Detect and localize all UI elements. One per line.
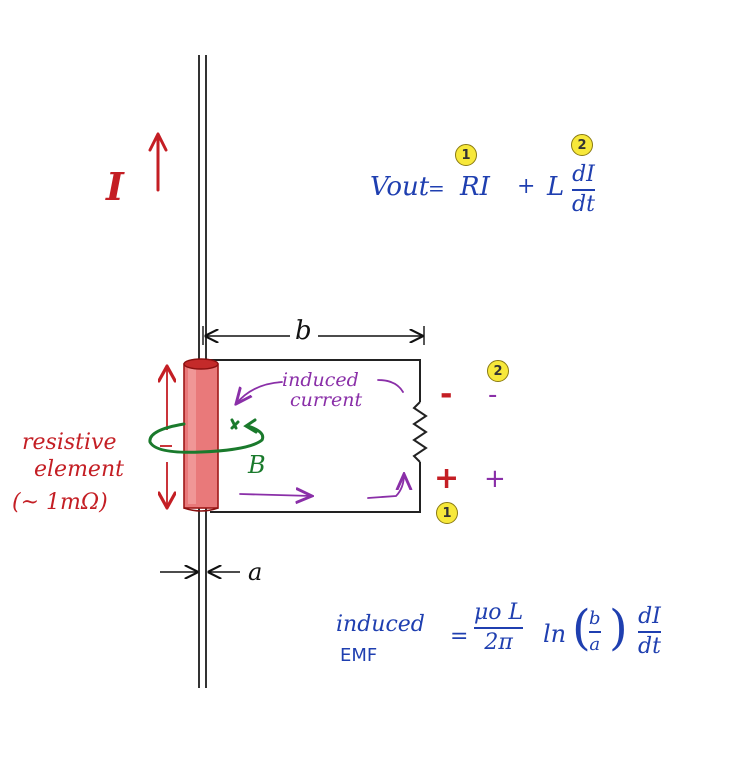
vout-marker-1: 1	[455, 144, 477, 166]
resistive-element-cylinder	[183, 358, 219, 512]
fraction-bar	[474, 627, 524, 629]
emf-coefficient: μo L 2π	[474, 600, 524, 655]
polarity-plus-2: +	[484, 464, 506, 494]
polarity-minus-1: -	[440, 377, 453, 412]
polarity-minus-2: -	[488, 380, 498, 410]
dimension-a-label: a	[248, 558, 263, 586]
loop-marker-1: 1	[436, 502, 458, 524]
emf-ln: ln	[543, 620, 567, 648]
emf-label-2: EMF	[340, 645, 378, 666]
induced-current-label-1: induced	[282, 369, 359, 391]
loop-marker-2: 2	[487, 360, 509, 382]
vout-marker-2: 2	[571, 134, 593, 156]
fraction-bar	[638, 631, 661, 633]
emf-ratio: b a	[589, 610, 601, 654]
emf-derivative-den: dt	[638, 634, 661, 659]
vout-derivative: dI dt	[572, 164, 595, 216]
emf-paren-open: (	[572, 600, 591, 656]
vout-plus: +	[517, 174, 536, 199]
field-label-b: B	[248, 451, 266, 479]
induced-current-arrows	[236, 379, 404, 498]
vout-term-l: L	[547, 172, 565, 202]
vout-derivative-den: dt	[572, 192, 595, 217]
measurement-loop	[210, 359, 428, 513]
emf-derivative-num: dI	[638, 604, 661, 629]
emf-coefficient-num: μo L	[474, 600, 524, 625]
emf-coefficient-den: 2π	[484, 630, 513, 655]
dimension-b-line	[202, 326, 425, 345]
fraction-bar	[572, 189, 595, 191]
emf-paren-close: )	[609, 600, 628, 656]
vout-equals: =	[428, 176, 445, 200]
current-arrow	[148, 132, 168, 192]
induced-current-label-2: current	[290, 389, 363, 411]
emf-ratio-den: a	[589, 634, 601, 655]
polarity-plus-1: +	[434, 461, 460, 496]
emf-derivative: dI dt	[638, 606, 661, 658]
magnetic-field-loop	[148, 418, 265, 454]
element-label-3: (~ 1mΩ)	[12, 490, 108, 515]
element-label-2: element	[34, 457, 124, 482]
fraction-bar	[589, 631, 601, 633]
element-label-1: resistive	[22, 430, 117, 455]
current-label: I	[106, 164, 124, 209]
vout-term-ri: RI	[460, 172, 490, 202]
emf-equals: =	[450, 624, 469, 649]
dimension-b-label: b	[295, 316, 312, 346]
emf-label-1: induced	[336, 612, 425, 637]
vout-derivative-num: dI	[572, 162, 595, 187]
element-length-arrow	[160, 368, 172, 506]
emf-ratio-num: b	[589, 608, 601, 629]
vout-lhs: Vout	[370, 172, 430, 202]
